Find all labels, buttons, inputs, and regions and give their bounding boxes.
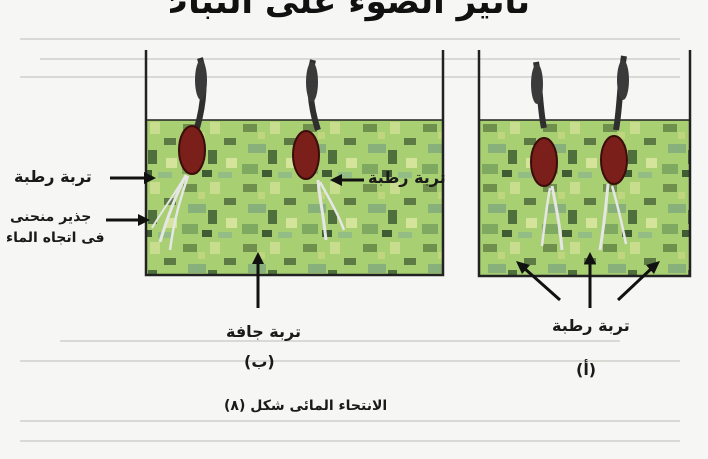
label-moist-soil-a: تربة رطبة bbox=[552, 316, 630, 335]
label-panel-b: (ب) bbox=[244, 352, 275, 371]
label-dry-soil: تربة جافة bbox=[226, 322, 301, 341]
label-curved-root: جذير منحنى bbox=[10, 209, 91, 225]
label-moist-soil-right: تربة رطبة bbox=[368, 168, 446, 187]
container-a bbox=[479, 50, 690, 276]
arrow-curved-root bbox=[106, 214, 150, 226]
label-panel-a: (أ) bbox=[576, 360, 596, 379]
figure-caption: الانتحاء المائى شكل (٨) bbox=[224, 398, 387, 414]
label-toward-water: فى اتجاه الماء bbox=[6, 230, 105, 246]
label-moist-soil-left: تربة رطبة bbox=[14, 167, 92, 186]
